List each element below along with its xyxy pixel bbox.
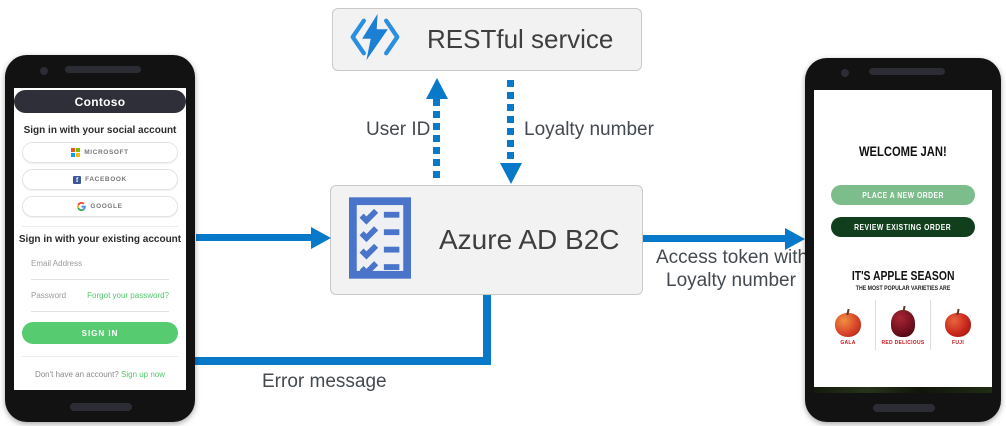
restful-service-label: RESTful service xyxy=(427,24,614,54)
place-new-order-label: PLACE A NEW ORDER xyxy=(862,190,944,200)
loyalty-arrow-head xyxy=(500,163,522,184)
error-path-horizontal xyxy=(195,357,491,365)
sign-in-button[interactable]: SIGN IN xyxy=(22,322,178,344)
error-path-vertical xyxy=(483,295,491,361)
no-account-text: Don't have an account? xyxy=(34,370,119,379)
password-field-label: Password xyxy=(31,291,67,300)
forgot-password-link[interactable]: Forgot your password? xyxy=(87,291,169,300)
divider xyxy=(22,226,178,227)
welcome-screen: WELCOME JAN! PLACE A NEW ORDER REVIEW EX… xyxy=(814,90,992,393)
place-new-order-button[interactable]: PLACE A NEW ORDER xyxy=(831,185,975,205)
home-bar xyxy=(70,403,132,411)
google-signin-button[interactable]: GOOGLE xyxy=(22,196,178,217)
fuji-apple-image xyxy=(945,313,971,337)
apple-season-subtitle: THE MOST POPULAR VARIETIES ARE xyxy=(855,285,951,292)
microsoft-signin-button[interactable]: MICROSOFT xyxy=(22,142,178,163)
signin-screen: Contoso Sign in with your social account… xyxy=(14,88,186,390)
social-account-heading: Sign in with your social account xyxy=(23,125,177,136)
review-existing-order-label: REVIEW EXISTING ORDER xyxy=(854,222,952,232)
password-field[interactable] xyxy=(31,311,169,312)
sign-up-link[interactable]: Sign up now xyxy=(121,370,166,379)
gala-label: GALA xyxy=(840,340,856,346)
red-delicious-label: RED DELICIOUS xyxy=(881,340,925,346)
google-icon xyxy=(77,202,87,211)
access-token-arrow-shaft xyxy=(643,235,786,242)
camera-icon xyxy=(40,67,48,75)
email-field[interactable] xyxy=(31,279,169,280)
speaker-slot xyxy=(869,68,945,75)
microsoft-icon xyxy=(71,148,81,157)
facebook-signin-button[interactable]: f FACEBOOK xyxy=(22,169,178,190)
user-id-arrow-head xyxy=(426,78,448,99)
apple-column-gala: GALA xyxy=(821,300,875,350)
signin-arrow-shaft xyxy=(196,234,312,241)
azure-function-bolt-icon xyxy=(349,13,401,66)
contoso-header: Contoso xyxy=(14,90,186,113)
restful-service-box: RESTful service xyxy=(332,8,642,71)
access-token-label-line2: Loyalty number xyxy=(666,270,796,291)
existing-account-heading: Sign in with your existing account xyxy=(18,234,182,245)
home-bar xyxy=(873,404,935,412)
user-id-arrow-shaft xyxy=(433,99,440,183)
signin-arrow-head xyxy=(311,227,331,249)
email-field-label: Email Address xyxy=(31,259,83,268)
facebook-button-label: FACEBOOK xyxy=(85,176,127,183)
loyalty-number-label: Loyalty number xyxy=(524,119,654,140)
gala-apple-image xyxy=(835,313,861,337)
loyalty-arrow-shaft xyxy=(507,80,514,163)
welcome-heading: WELCOME JAN! xyxy=(859,143,947,159)
apple-column-red-delicious: RED DELICIOUS xyxy=(875,300,930,350)
speaker-slot xyxy=(65,66,141,73)
red-delicious-apple-image xyxy=(891,310,915,337)
camera-icon xyxy=(841,69,849,77)
review-existing-order-button[interactable]: REVIEW EXISTING ORDER xyxy=(831,217,975,237)
checklist-icon xyxy=(349,196,411,284)
apple-varieties-panel: GALA RED DELICIOUS FUJI xyxy=(821,300,985,350)
azure-ad-b2c-box: Azure AD B2C xyxy=(330,185,643,295)
access-token-arrow-head xyxy=(785,228,805,250)
user-id-label: User ID xyxy=(366,119,431,140)
error-message-label: Error message xyxy=(262,371,387,392)
apple-season-title: IT'S APPLE SEASON xyxy=(851,268,955,283)
google-button-label: GOOGLE xyxy=(90,203,123,210)
access-token-label-line1: Access token with xyxy=(656,247,809,268)
welcome-phone: WELCOME JAN! PLACE A NEW ORDER REVIEW EX… xyxy=(805,58,1001,422)
apple-column-fuji: FUJI xyxy=(930,300,985,350)
microsoft-button-label: MICROSOFT xyxy=(84,149,129,156)
divider xyxy=(22,356,178,357)
signin-phone: Contoso Sign in with your social account… xyxy=(5,55,195,422)
azure-ad-b2c-label: Azure AD B2C xyxy=(439,224,620,255)
facebook-icon: f xyxy=(73,175,82,184)
fuji-label: FUJI xyxy=(951,340,965,346)
bottom-photo-strip xyxy=(814,387,992,393)
